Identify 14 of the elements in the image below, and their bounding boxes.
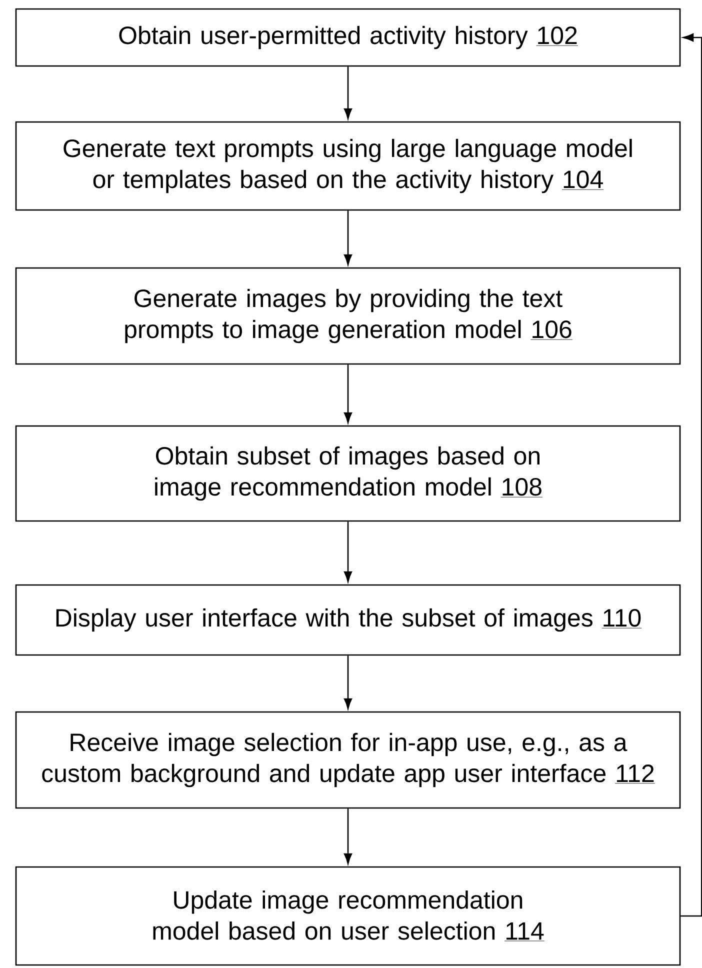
arrow: [344, 66, 352, 120]
process-box: Generate text prompts using large language model or templates based on the activity history 104: [15, 121, 681, 211]
arrow: [680, 33, 702, 917]
arrow: [344, 210, 352, 266]
arrow: [344, 364, 352, 424]
process-box: Display user interface with the subset of images 110: [15, 584, 681, 656]
arrow: [344, 656, 352, 710]
process-box: Generate images by providing the text prompts to image generation model 106: [15, 267, 681, 365]
arrow: [344, 522, 352, 582]
process-box: Receive image selection for in-app use, e.g., as a custom background and update app user interface 112: [15, 711, 681, 809]
process-box: Obtain subset of images based on image recommendation model 108: [15, 425, 681, 522]
process-box: Update image recommendation model based on user selection 114: [15, 866, 681, 966]
arrow: [344, 808, 352, 864]
process-box: Obtain user-permitted activity history 102: [15, 8, 681, 67]
